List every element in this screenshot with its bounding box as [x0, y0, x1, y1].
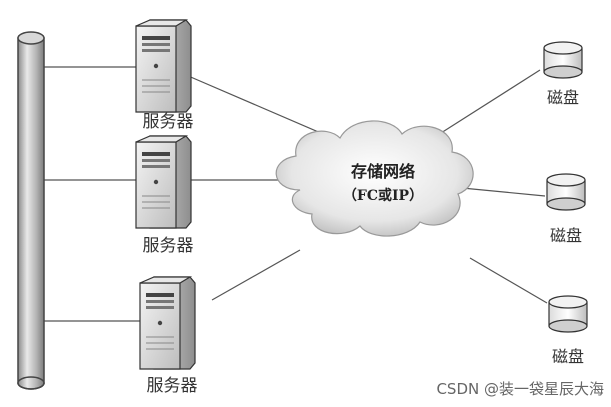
server-icon — [135, 135, 192, 229]
disk-label-2: 磁盘 — [549, 226, 582, 245]
link-network-disk-3 — [469, 257, 548, 304]
disk-links — [429, 69, 548, 304]
network-title: 存储网络 — [350, 162, 415, 181]
watermark: CSDN @装一袋星辰大海 — [436, 380, 604, 398]
disk-icon — [546, 173, 586, 211]
bus-links — [42, 66, 140, 322]
disk-icon — [548, 295, 588, 333]
server-icon — [139, 276, 196, 370]
disk-icon — [543, 41, 583, 79]
server-label-2: 服务器 — [142, 236, 194, 256]
link-server-3-network — [211, 249, 301, 301]
network-subtitle: （FC或IP） — [342, 188, 424, 204]
server-label-3: 服务器 — [146, 376, 198, 396]
cloud-icon — [275, 120, 474, 237]
disk-label-1: 磁盘 — [546, 88, 579, 107]
server-label-1: 服务器 — [142, 112, 194, 132]
disk-label-3: 磁盘 — [551, 347, 584, 366]
link-network-disk-1 — [429, 69, 541, 141]
server-icon — [135, 19, 192, 113]
link-network-disk-2 — [461, 187, 546, 197]
bus-pipe-icon — [17, 31, 45, 390]
